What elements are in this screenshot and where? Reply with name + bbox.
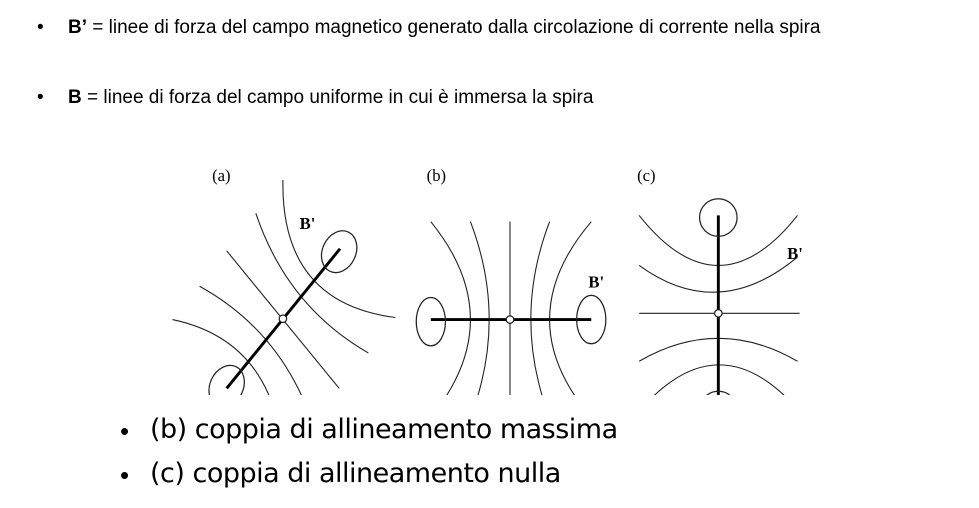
field-line	[282, 179, 396, 319]
bullet-max-torque: (b) coppia di allineamento massima	[150, 414, 618, 445]
bullet-dot: •	[120, 460, 130, 490]
bullet-text: = linee di forza del campo uniforme in c…	[81, 87, 594, 108]
field-line	[549, 221, 592, 395]
coil-loop	[706, 390, 731, 395]
pivot	[278, 314, 288, 324]
field-line	[255, 213, 369, 354]
field-line	[172, 319, 270, 395]
bullet-text: = linee di forza del campo magnetico gen…	[87, 17, 821, 38]
pivot	[713, 308, 723, 318]
field-line	[530, 221, 551, 395]
symbol-b: B	[68, 87, 82, 108]
coil-loop	[415, 296, 447, 347]
panel-c: (c) B' B	[637, 166, 803, 395]
panel-a: (a) B' B	[172, 166, 396, 395]
bullet-b: B = linee di forza del campo uniforme in…	[68, 87, 948, 108]
coil-loop	[320, 230, 358, 274]
coil-loop	[208, 364, 245, 395]
bullet-dot: •	[120, 416, 130, 446]
pivot	[505, 315, 515, 324]
field-line	[430, 221, 471, 395]
symbol-b-prime: B’	[68, 17, 87, 38]
bullet-dot: •	[37, 87, 44, 108]
panel-label: (c)	[637, 166, 656, 185]
panel-label: (b)	[427, 166, 446, 185]
coil-loop	[698, 198, 738, 237]
magnetic-field-diagram: (a) B' B (b) B' B (c)	[172, 166, 803, 395]
panel-label: (a)	[212, 166, 231, 185]
b-prime-label: B'	[588, 273, 604, 292]
field-line	[199, 285, 302, 395]
b-prime-label: B'	[300, 214, 316, 233]
bullet-b-prime: B’ = linee di forza del campo magnetico …	[68, 17, 948, 38]
coil-loop	[576, 294, 607, 345]
bullet-dot: •	[37, 17, 44, 38]
panel-b: (b) B' B	[415, 166, 607, 395]
b-prime-label: B'	[787, 244, 803, 263]
bullet-null-torque: (c) coppia di allineamento nulla	[150, 458, 561, 489]
field-line	[469, 221, 490, 395]
